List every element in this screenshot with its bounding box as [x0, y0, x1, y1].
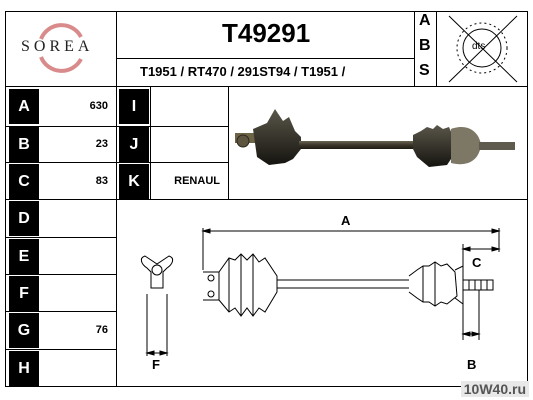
divider: [5, 86, 528, 87]
spec-label-b: B: [9, 127, 39, 162]
dim-a-label: A: [341, 213, 351, 228]
badge-text: dts: [472, 41, 486, 52]
spec-label-a: A: [9, 89, 39, 124]
shaft-diagram-icon: [140, 228, 501, 356]
spec-label-g: G: [9, 313, 39, 348]
dim-f-label: F: [152, 357, 160, 372]
abs-letter-a: A: [419, 12, 431, 29]
dim-c-label: C: [472, 255, 482, 270]
spec-value-c: 83: [95, 175, 108, 187]
brand-name: SOREA: [21, 38, 94, 55]
abs-letter-b: B: [419, 37, 431, 54]
product-photo: [229, 87, 527, 198]
watermark: 10W40.ru: [460, 381, 529, 397]
divider: [228, 86, 229, 199]
spec-label-i: I: [119, 89, 149, 124]
spec-label-d: D: [9, 201, 39, 236]
spec-label-h: H: [9, 351, 39, 386]
divider: [5, 311, 116, 312]
dim-b-label: B: [467, 357, 477, 372]
divider: [436, 11, 437, 86]
spec-value-g: 76: [95, 324, 108, 336]
spec-label-j: J: [119, 127, 149, 162]
spec-label-f: F: [9, 276, 39, 311]
divider: [414, 11, 415, 86]
cross-references: T1951 / RT470 / 291ST94 / T1951 /: [140, 64, 346, 79]
no-abs-badge: dts: [437, 12, 527, 85]
divider: [5, 126, 228, 127]
brand-logo: SOREA: [5, 11, 116, 86]
abs-letter-s: S: [419, 62, 430, 79]
divider: [116, 58, 414, 59]
divider: [5, 349, 116, 350]
spec-label-e: E: [9, 239, 39, 274]
part-number: T49291: [222, 18, 311, 48]
logo-ring-icon: [39, 23, 83, 73]
crossed-gear-icon: [448, 15, 518, 83]
spec-label-k: K: [119, 164, 149, 199]
divider: [5, 237, 116, 238]
spec-value-k: RENAUL: [174, 175, 220, 187]
spec-value-a: 630: [89, 100, 108, 112]
technical-diagram: A B C F: [117, 200, 527, 386]
drive-shaft-photo-icon: [235, 109, 515, 167]
divider: [5, 199, 528, 200]
spec-label-c: C: [9, 164, 39, 199]
divider: [5, 274, 116, 275]
spec-value-b: 23: [95, 138, 108, 150]
divider: [150, 86, 151, 199]
divider: [5, 162, 228, 163]
